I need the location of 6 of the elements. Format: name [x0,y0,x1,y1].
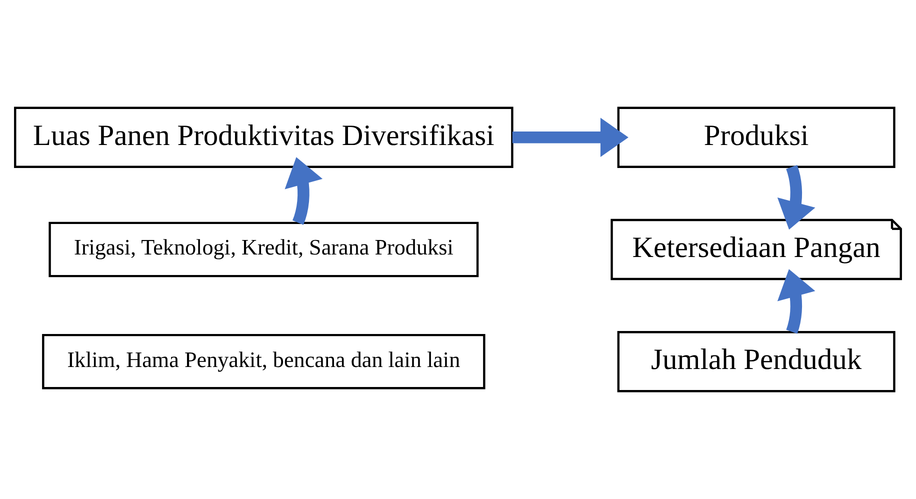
node-box: Jumlah Penduduk [617,331,896,392]
node-box: Irigasi, Teknologi, Kredit, Sarana Produksi [48,222,479,278]
node-box: Luas Panen Produktivitas Diversifikasi [14,106,514,168]
node-box: Produksi [617,106,896,168]
arrow [512,118,628,157]
node-box: Iklim, Hama Penyakit, bencana dan lain lain [42,334,486,390]
